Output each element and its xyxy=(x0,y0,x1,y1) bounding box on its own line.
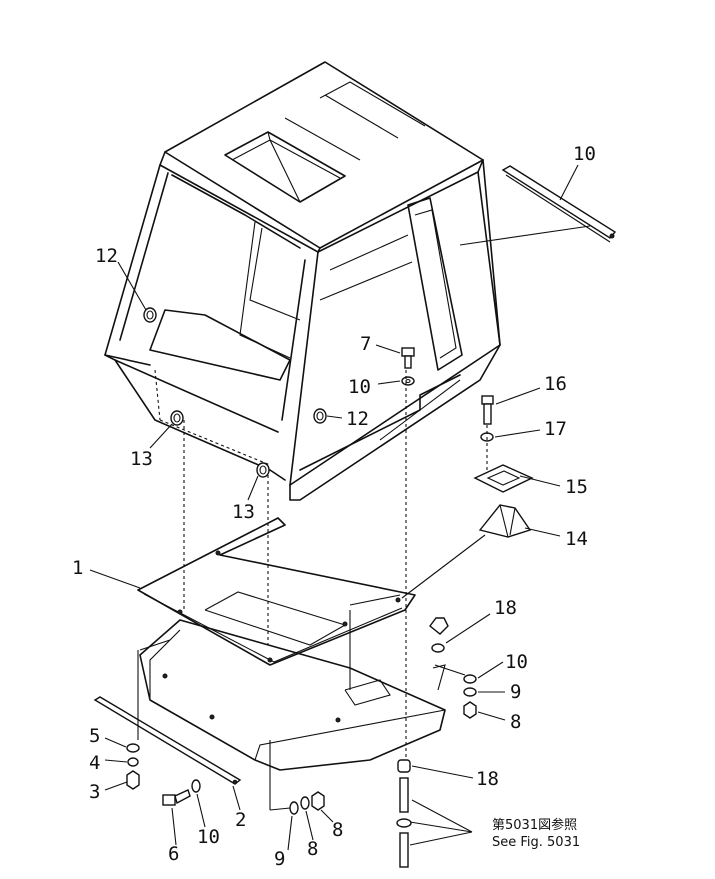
callout-18-top: 18 xyxy=(494,597,517,619)
callout-10-bottom: 9 xyxy=(274,848,285,870)
callout-4: 4 xyxy=(89,752,100,774)
callout-12-left: 12 xyxy=(95,245,118,267)
hardware-stack-left xyxy=(126,743,140,790)
callout-1: 1 xyxy=(72,557,83,579)
callout-18-bottom: 18 xyxy=(476,768,499,790)
callout-7: 7 xyxy=(360,333,371,355)
callout-12-right: 12 xyxy=(346,408,369,430)
callout-10-right: 10 xyxy=(505,651,528,673)
callout-3: 3 xyxy=(89,781,100,803)
callout-15: 15 xyxy=(565,476,588,498)
grommet-12-left xyxy=(143,307,157,323)
strip-2 xyxy=(93,696,242,785)
callout-9-bottom: 8 xyxy=(307,838,318,860)
floor-plate-1 xyxy=(137,517,416,666)
callout-2: 2 xyxy=(235,809,246,831)
callout-8-lower: 8 xyxy=(332,819,343,841)
plate-15 xyxy=(473,464,534,493)
mount-14 xyxy=(478,504,532,538)
callout-labels: 10 12 12 13 13 7 10 16 17 15 14 1 18 10 … xyxy=(72,143,596,870)
callout-6: 6 xyxy=(168,843,179,865)
reference-english: See Fig. 5031 xyxy=(492,835,580,850)
bolt-6 xyxy=(162,789,191,806)
callout-13-right: 13 xyxy=(232,501,255,523)
washer-10-top xyxy=(401,376,415,386)
callout-8-right: 8 xyxy=(510,711,521,733)
hardware-stack-bottom xyxy=(289,791,325,815)
callout-5: 5 xyxy=(89,725,100,747)
bolt-16 xyxy=(481,395,494,425)
bolt-7 xyxy=(401,347,415,369)
stud-bottom xyxy=(396,777,412,868)
grommet-13-right xyxy=(256,462,270,478)
callout-14: 14 xyxy=(565,528,588,550)
grommet-13-left xyxy=(170,410,184,426)
reference-japanese: 第5031図参照 xyxy=(492,817,577,833)
leader-lines xyxy=(89,164,591,851)
callout-10-bottom-left: 10 xyxy=(197,826,220,848)
frame-base xyxy=(139,594,446,771)
hardware-stack-right xyxy=(463,674,477,719)
cab-body xyxy=(104,61,501,501)
grommet-12-right xyxy=(313,408,327,424)
cushion-18-top xyxy=(429,617,449,653)
callout-10-top: 10 xyxy=(348,376,371,398)
callout-9-right: 9 xyxy=(510,681,521,703)
bracket-11 xyxy=(501,165,617,243)
callout-16: 16 xyxy=(544,373,567,395)
washer-10-bottom xyxy=(191,779,201,793)
cushion-18-bottom xyxy=(397,759,411,773)
callout-11: 10 xyxy=(573,143,596,165)
reference-note: 第5031図参照 See Fig. 5031 xyxy=(492,817,580,850)
assembly-lines xyxy=(137,370,488,811)
callout-13-left: 13 xyxy=(130,448,153,470)
callout-17: 17 xyxy=(544,418,567,440)
